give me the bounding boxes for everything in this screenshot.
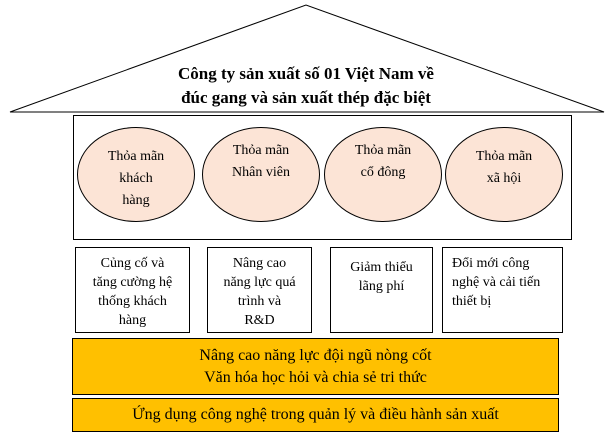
- pillar-process-rd: Nâng cao năng lực quá trình và R&D: [207, 247, 312, 333]
- foundation-bar: Nâng cao năng lực đội ngũ nòng cốt Văn h…: [72, 338, 559, 395]
- goal-employees: Thỏa mãn Nhân viên: [202, 127, 320, 222]
- goal-label: Thỏa mãn khách hàng: [107, 149, 165, 208]
- goal-label: Thỏa mãn xã hội: [475, 149, 533, 186]
- goal-customers: Thỏa mãn khách hàng: [77, 127, 195, 222]
- goal-shareholders: Thỏa mãn cổ đông: [324, 127, 442, 222]
- goal-label: Thỏa mãn Nhân viên: [232, 143, 290, 180]
- pillar-innovation: Đổi mới công nghệ và cải tiến thiết bị: [442, 247, 563, 333]
- title-line-1: Công ty sản xuất số 01 Việt Nam về: [178, 64, 434, 83]
- roof: [9, 4, 605, 113]
- pillar-customer-system: Củng cố và tăng cường hệ thống khách hàn…: [75, 247, 190, 333]
- foundation-line-1: Nâng cao năng lực đội ngũ nòng cốt: [199, 347, 432, 364]
- goal-label: Thỏa mãn cổ đông: [354, 143, 412, 180]
- base-bar: Ứng dụng công nghệ trong quản lý và điều…: [72, 398, 559, 432]
- company-title: Công ty sản xuất số 01 Việt Nam về đúc g…: [100, 62, 512, 110]
- title-line-2: đúc gang và sản xuất thép đặc biệt: [181, 88, 431, 107]
- goals-frame: [73, 115, 572, 240]
- pillar-waste-reduction: Giảm thiểu lãng phí: [330, 247, 433, 333]
- goal-society: Thỏa mãn xã hội: [445, 127, 563, 222]
- foundation-line-2: Văn hóa học hỏi và chia sẻ tri thức: [204, 369, 427, 386]
